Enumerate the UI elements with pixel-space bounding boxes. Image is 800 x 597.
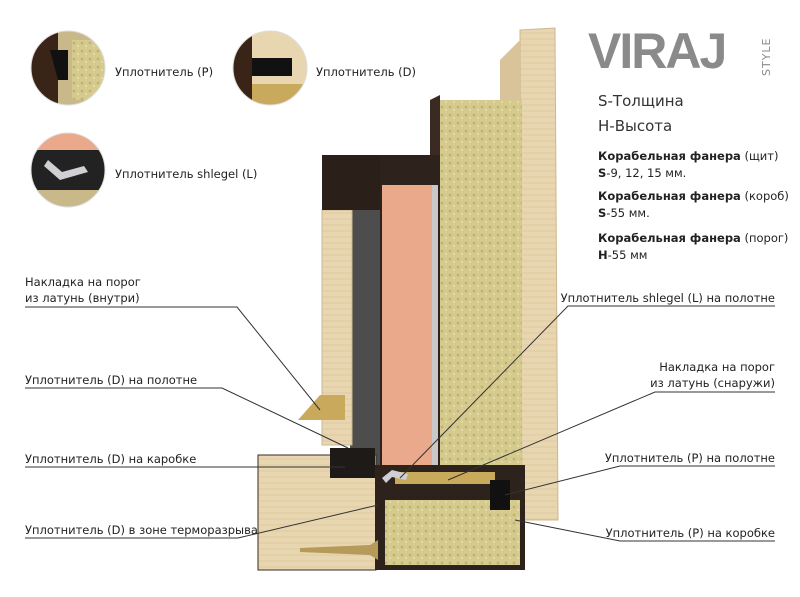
label-line: Накладка на порог	[659, 360, 775, 374]
label-brass-inside: Накладка на порог из латунь (внутри)	[25, 274, 141, 306]
label-seal-d-thermal: Уплотнитель (D) в зоне терморазрыва	[25, 523, 258, 537]
label-seal-p-leaf: Уплотнитель (P) на полотне	[604, 451, 775, 465]
label-seal-d-leaf: Уплотнитель (D) на полотне	[25, 373, 198, 387]
spec-threshold: Корабельная фанера (порог) H-55 мм	[598, 230, 788, 264]
label-seal-p-box: Уплотнитель (P) на коробке	[605, 526, 775, 540]
brand-logo: VIRAJ	[588, 23, 727, 79]
brand-logo-sub: STYLE	[760, 37, 773, 77]
spec-name: Корабельная фанера	[598, 149, 741, 163]
spec-key: S	[598, 206, 607, 220]
label-seal-l-leaf: Уплотнитель shlegel (L) на полотне	[560, 291, 775, 305]
spec-name: Корабельная фанера	[598, 231, 741, 245]
seal-d-thumbnail	[233, 31, 307, 105]
legend-thickness: S-Толщина	[598, 92, 684, 110]
spec-key: H	[598, 248, 608, 262]
legend-height: H-Высота	[598, 117, 673, 135]
label-line: Накладка на порог	[25, 275, 141, 289]
spec-part: (порог)	[744, 231, 789, 245]
spec-part: (короб)	[744, 189, 789, 203]
cross-section	[257, 27, 559, 571]
spec-shield: Корабельная фанера (щит) S-9, 12, 15 мм.	[598, 148, 778, 182]
thumb-label-seal-d: Уплотнитель (D)	[316, 65, 416, 79]
seal-p-thumbnail	[31, 31, 105, 105]
spec-value: -55 мм	[607, 248, 648, 262]
spec-value: -9, 12, 15 мм.	[606, 166, 687, 180]
spec-key: S	[598, 166, 607, 180]
spec-box: Корабельная фанера (короб) S-55 мм.	[598, 188, 789, 222]
spec-value: -55 мм.	[606, 206, 650, 220]
label-seal-d-box: Уплотнитель (D) на каробке	[25, 452, 197, 466]
thumb-label-seal-l: Уплотнитель shlegel (L)	[115, 167, 258, 181]
thumb-label-seal-p: Уплотнитель (P)	[115, 65, 214, 79]
leader-lines	[25, 305, 775, 542]
label-line: из латунь (снаружи)	[650, 376, 775, 390]
spec-part: (щит)	[744, 149, 779, 163]
label-brass-outside: Накладка на порог из латунь (снаружи)	[650, 359, 775, 391]
spec-name: Корабельная фанера	[598, 189, 741, 203]
label-line: из латунь (внутри)	[25, 291, 140, 305]
